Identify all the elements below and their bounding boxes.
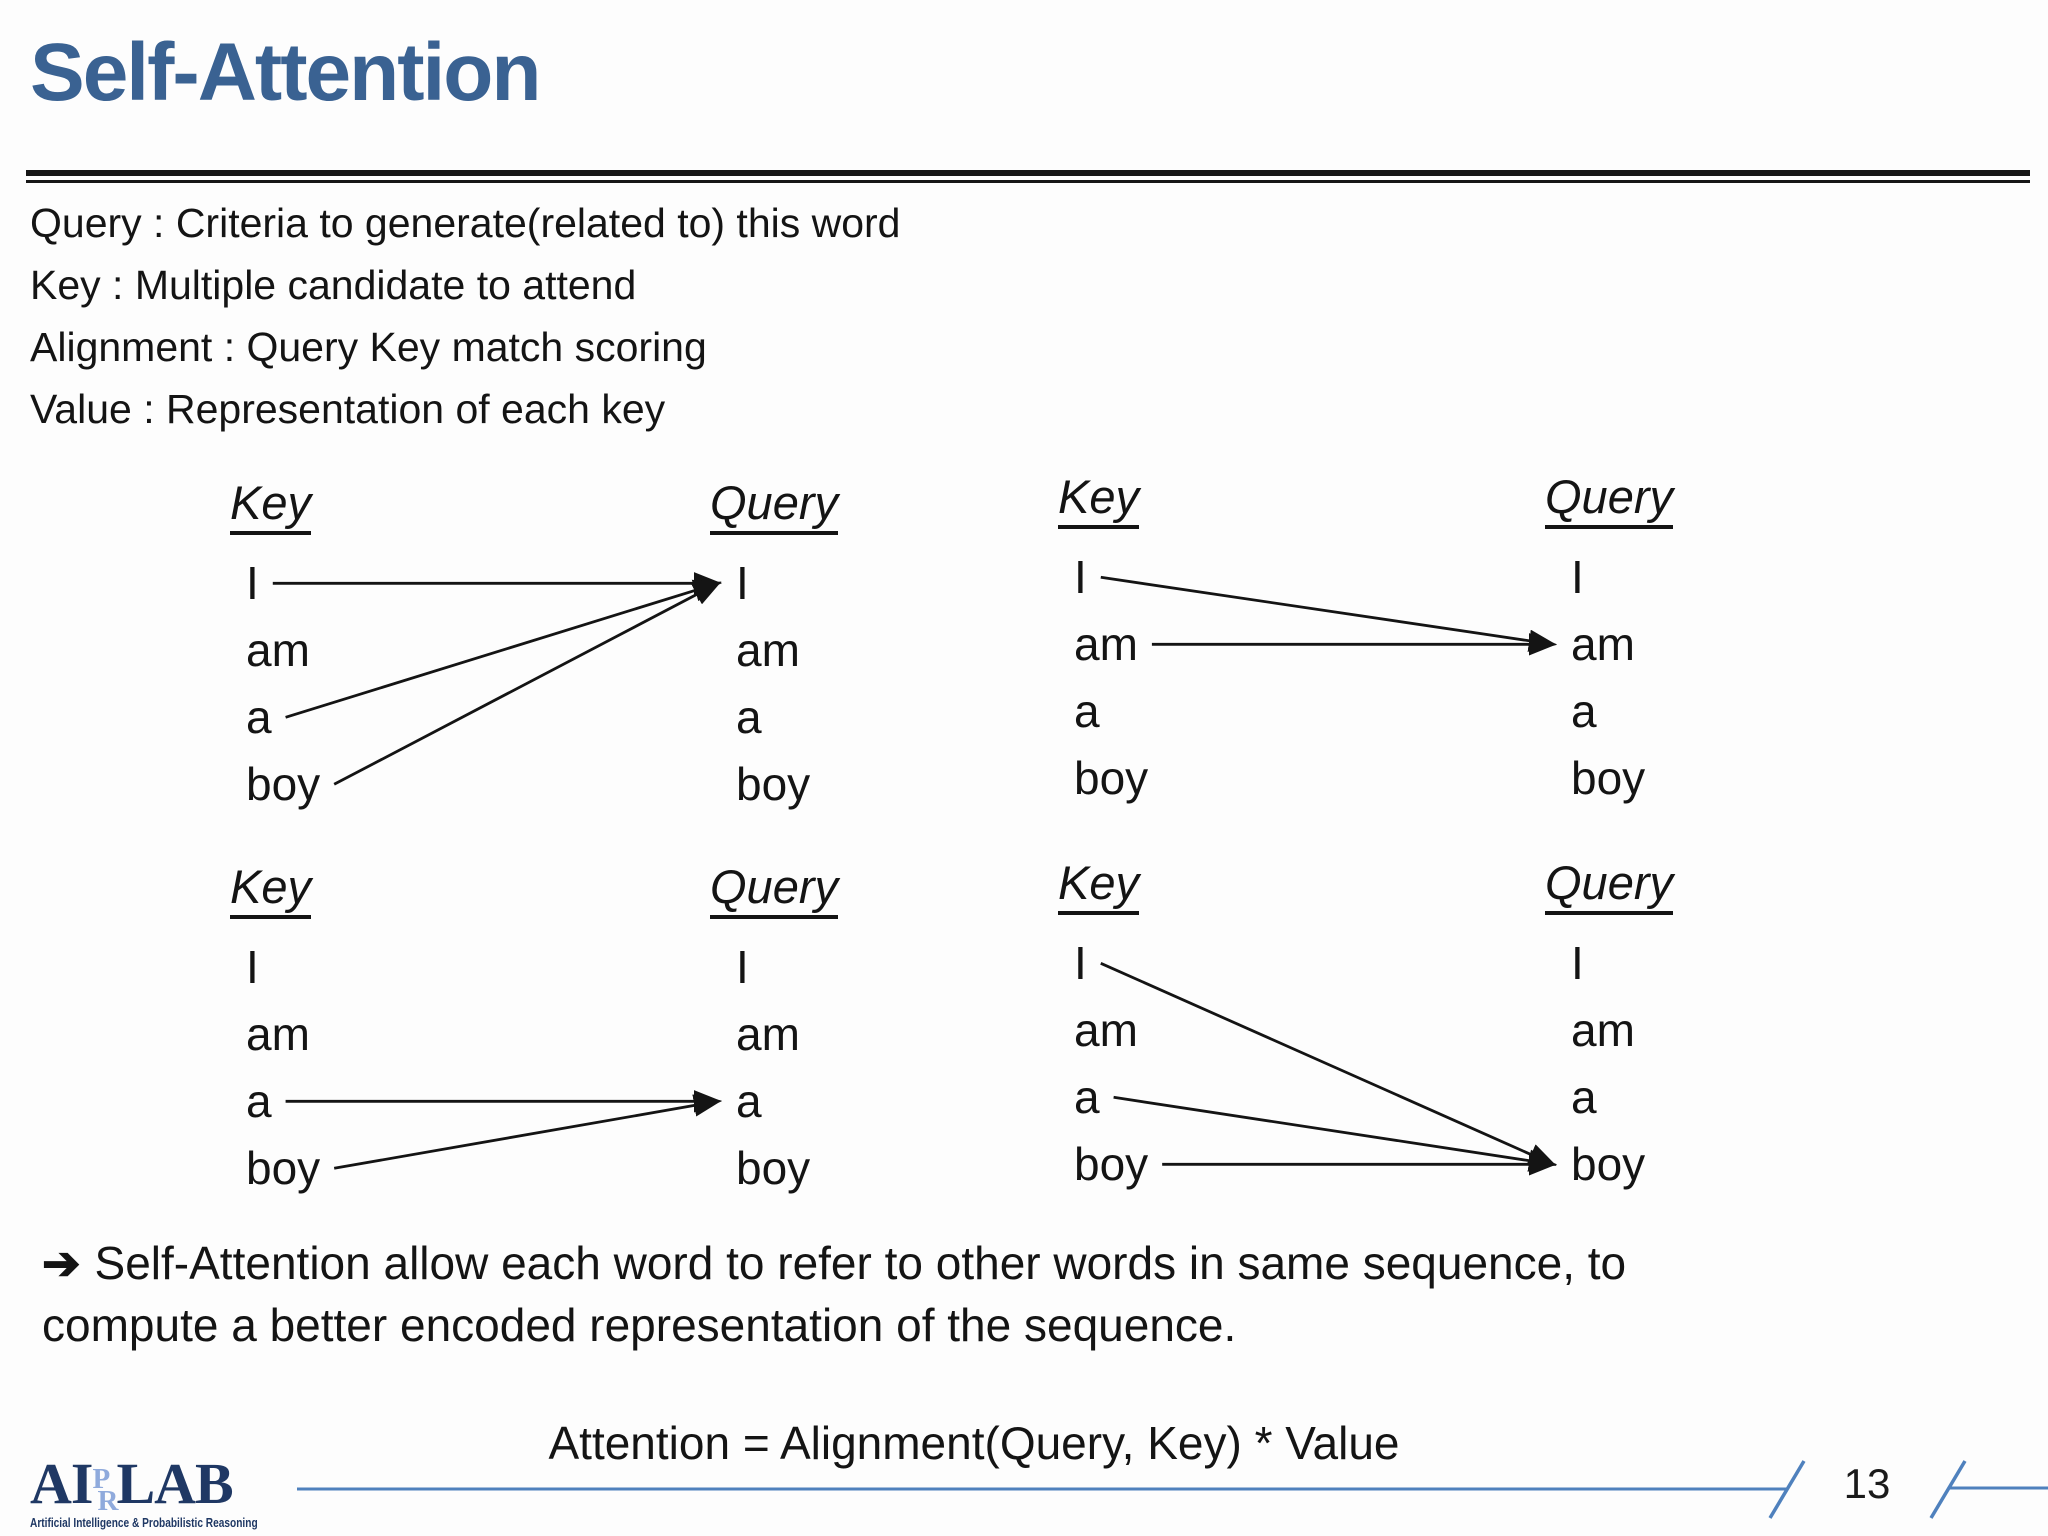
query-column-header: Query — [1545, 470, 1673, 530]
conclusion-text: ➔Self-Attention allow each word to refer… — [42, 1232, 1982, 1356]
logo-ai-text: AI — [30, 1451, 93, 1516]
query-word: am — [1571, 1004, 1635, 1056]
conclusion-line-1: Self-Attention allow each word to refer … — [94, 1237, 1627, 1289]
query-word: am — [736, 1008, 800, 1060]
logo-p-text: P — [92, 1463, 111, 1495]
arrow-bullet-icon: ➔ — [42, 1237, 81, 1289]
key-word: boy — [246, 758, 321, 810]
key-column-header: Key — [230, 860, 311, 920]
key-word: I — [246, 557, 259, 609]
logo-lab-text: LAB — [116, 1451, 233, 1516]
logo-tagline: Artificial Intelligence & Probabilistic … — [30, 1515, 258, 1530]
query-word: a — [736, 1075, 762, 1127]
key-word: boy — [1074, 752, 1149, 804]
divider-thick-line — [26, 170, 2030, 176]
page-number: 13 — [1843, 1460, 1891, 1507]
query-word: I — [1571, 937, 1584, 989]
conclusion-line-2: compute a better encoded representation … — [42, 1299, 1237, 1351]
query-word: boy — [1571, 1138, 1646, 1190]
query-column-header: Query — [710, 476, 838, 536]
key-column-header: Key — [1058, 470, 1139, 530]
definition-query: Query : Criteria to generate(related to)… — [30, 200, 901, 246]
key-word: am — [246, 1008, 310, 1060]
key-word: am — [1074, 1004, 1138, 1056]
logo-r-text: R — [97, 1485, 119, 1517]
key-word: a — [1074, 1071, 1100, 1123]
query-word: boy — [736, 758, 811, 810]
definition-alignment: Alignment : Query Key match scoring — [30, 324, 707, 370]
key-word: am — [1074, 618, 1138, 670]
key-word: a — [1074, 685, 1100, 737]
attention-arrow — [1100, 962, 1557, 1166]
page-title: Self-Attention — [30, 27, 541, 118]
query-column-header: Query — [710, 860, 838, 920]
query-word: a — [1571, 685, 1597, 737]
query-word: am — [1571, 618, 1635, 670]
query-word: I — [736, 557, 749, 609]
key-word: a — [246, 691, 272, 743]
definition-value: Value : Representation of each key — [30, 386, 666, 432]
query-word: am — [736, 624, 800, 676]
definition-key: Key : Multiple candidate to attend — [30, 262, 637, 308]
key-column-header: Key — [230, 476, 311, 536]
key-word: I — [1074, 551, 1087, 603]
attention-arrow — [1113, 1095, 1557, 1172]
query-word: boy — [736, 1142, 811, 1194]
query-word: boy — [1571, 752, 1646, 804]
query-word: I — [1571, 551, 1584, 603]
divider-thin-line — [26, 180, 2030, 183]
attention-arrow — [1100, 575, 1557, 652]
key-word: boy — [1074, 1138, 1149, 1190]
query-column-header: Query — [1545, 856, 1673, 916]
attention-arrow — [333, 581, 722, 786]
key-word: am — [246, 624, 310, 676]
definition-list: Query : Criteria to generate(related to)… — [30, 192, 901, 440]
attention-equation: Attention = Alignment(Query, Key) * Valu… — [548, 1417, 1400, 1469]
query-word: I — [736, 941, 749, 993]
title-divider — [26, 170, 2030, 183]
key-word: boy — [246, 1142, 321, 1194]
key-word: I — [1074, 937, 1087, 989]
attention-arrow — [285, 579, 722, 719]
key-column-header: Key — [1058, 856, 1139, 916]
query-word: a — [736, 691, 762, 743]
query-word: a — [1571, 1071, 1597, 1123]
key-word: a — [246, 1075, 272, 1127]
key-word: I — [246, 941, 259, 993]
attention-arrow — [333, 1094, 722, 1170]
